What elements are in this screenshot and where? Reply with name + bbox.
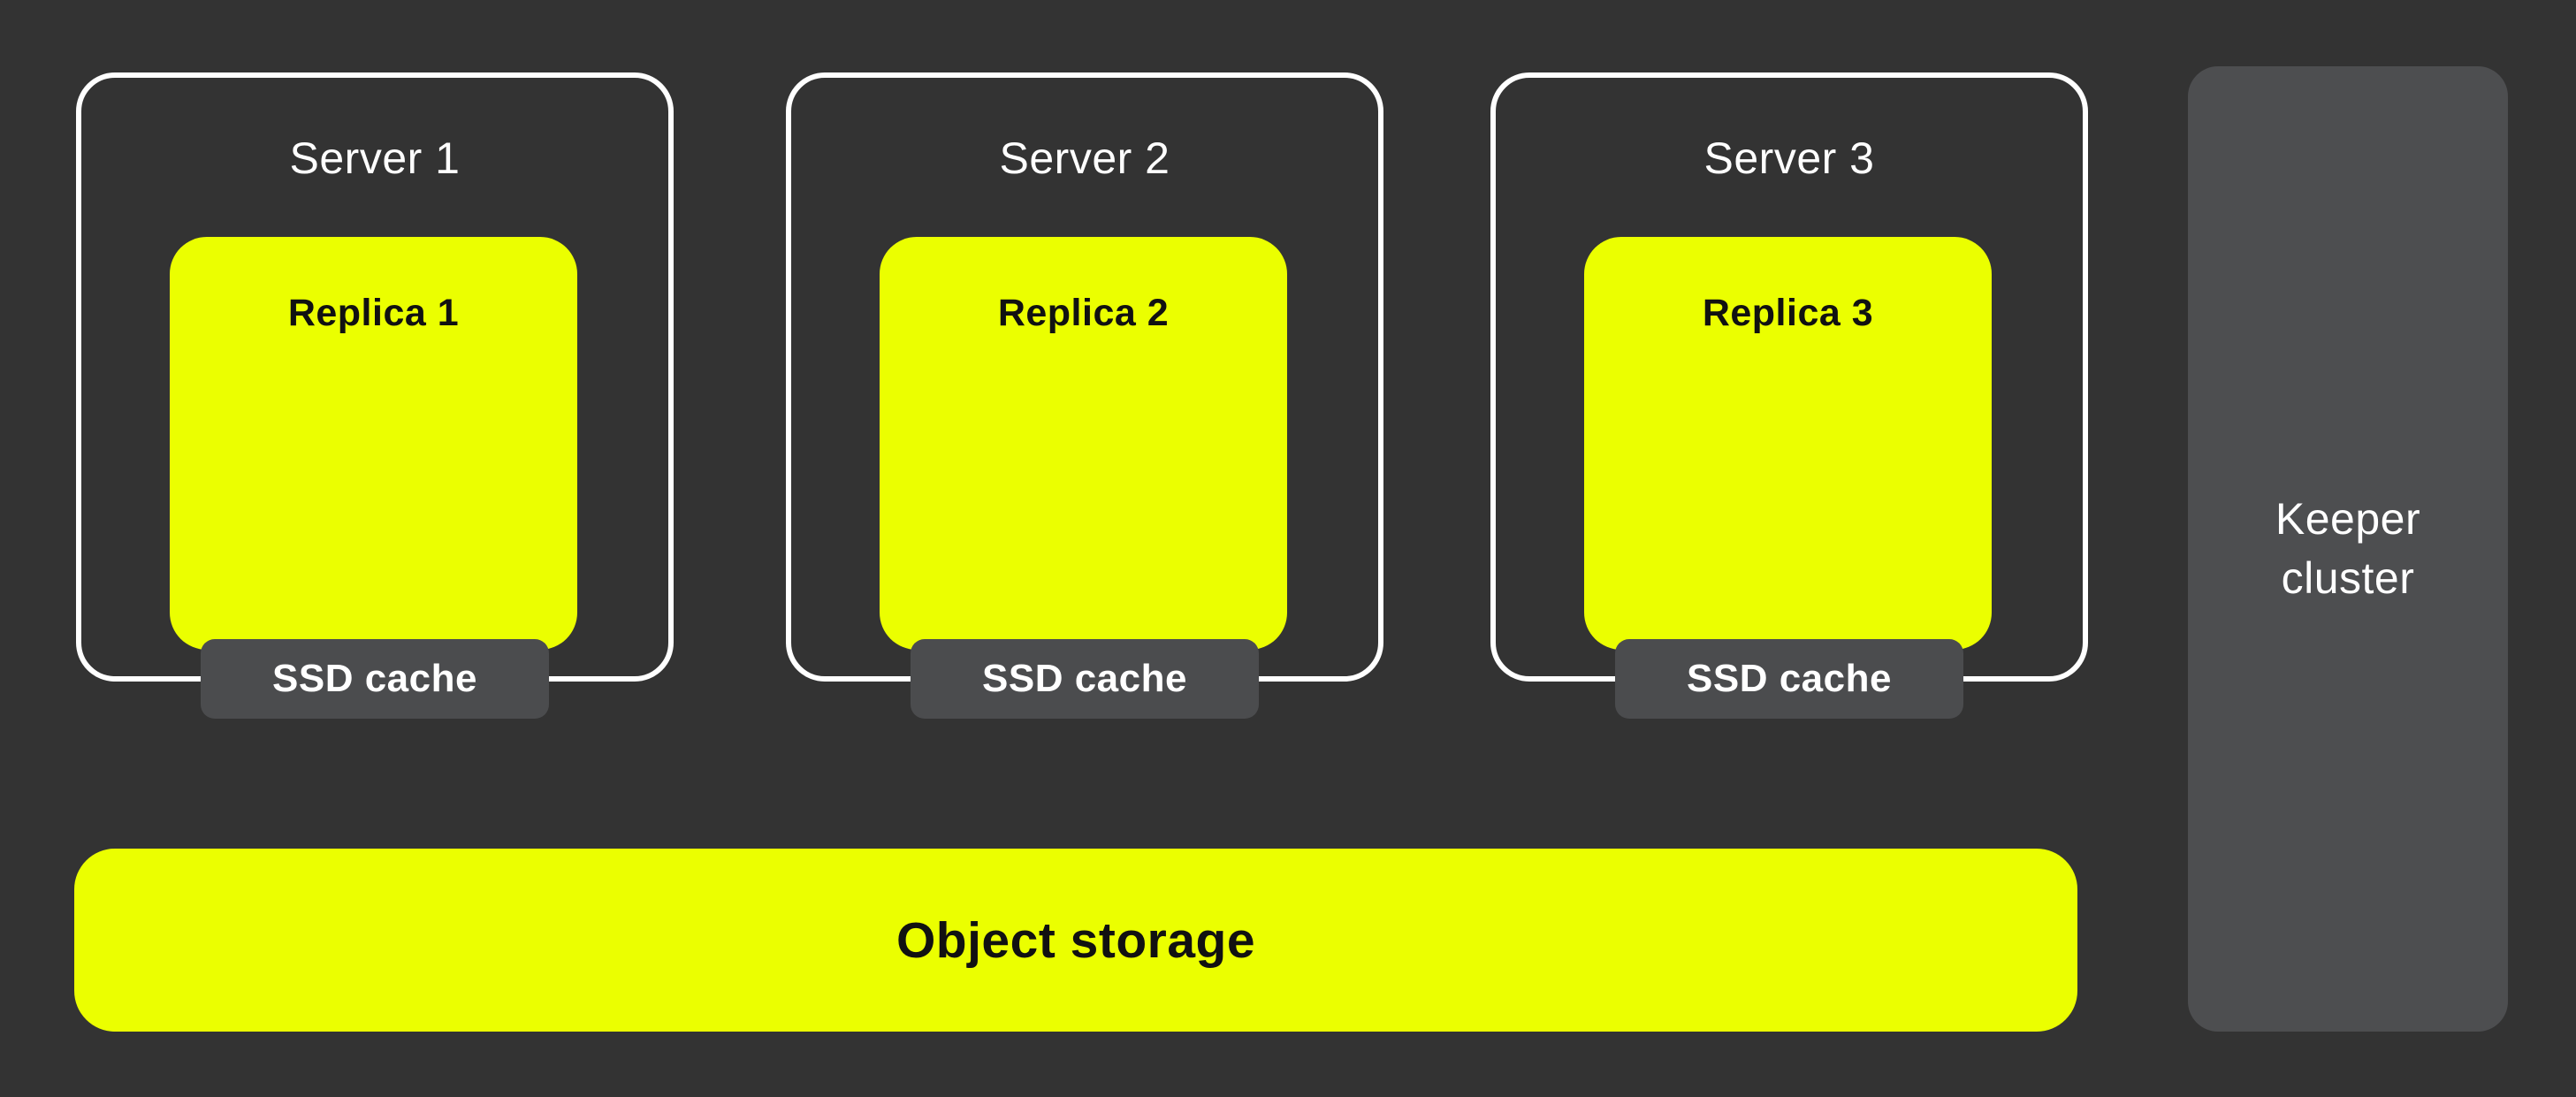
replica-2-box: Replica 2	[880, 237, 1287, 650]
replica-2-label: Replica 2	[997, 292, 1170, 334]
ssd-cache-label-1: SSD cache	[272, 657, 477, 700]
object-storage-bar: Object storage	[74, 849, 2077, 1032]
ssd-cache-label-3: SSD cache	[1687, 657, 1892, 700]
server-2-box: Server 2 Replica 2 SSD cache	[786, 72, 1383, 719]
keeper-cluster-line1: Keeper	[2275, 494, 2421, 544]
object-storage-label: Object storage	[896, 911, 1256, 969]
server-2-title: Server 2	[999, 133, 1170, 183]
replica-3-box: Replica 3	[1584, 237, 1992, 650]
ssd-cache-badge-1: SSD cache	[201, 639, 549, 719]
replica-3-label: Replica 3	[1702, 292, 1874, 334]
ssd-cache-badge-2: SSD cache	[911, 639, 1259, 719]
server-1-title: Server 1	[289, 133, 461, 183]
server-1-box: Server 1 Replica 1 SSD cache	[76, 72, 674, 719]
replica-1-label: Replica 1	[287, 292, 460, 334]
ssd-cache-badge-3: SSD cache	[1615, 639, 1963, 719]
keeper-cluster-label: Keeper cluster	[2275, 490, 2420, 608]
ssd-cache-label-2: SSD cache	[982, 657, 1187, 700]
server-3-box: Server 3 Replica 3 SSD cache	[1490, 72, 2088, 719]
replica-1-box: Replica 1	[170, 237, 577, 650]
server-3-title: Server 3	[1703, 133, 1875, 183]
keeper-cluster-box: Keeper cluster	[2188, 66, 2508, 1032]
keeper-cluster-line2: cluster	[2281, 553, 2415, 603]
